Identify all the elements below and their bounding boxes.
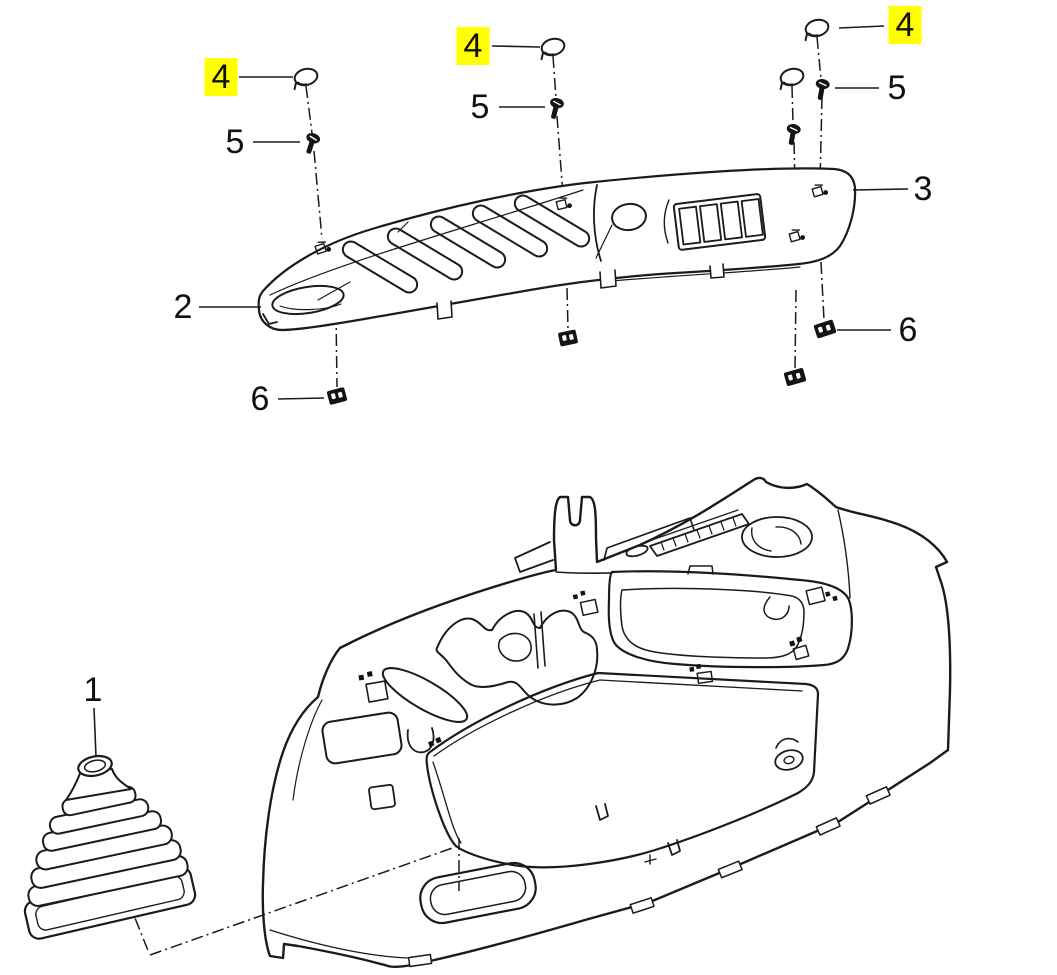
upper-opening: [607, 565, 853, 669]
clip: [783, 367, 807, 387]
screw-cap: [779, 67, 805, 91]
shifter-hole: [419, 861, 537, 925]
callout-2[interactable]: 2: [173, 288, 193, 326]
callout-1[interactable]: 1: [83, 671, 103, 709]
clip-mark: [427, 736, 442, 747]
callout-5-middle[interactable]: 5: [470, 88, 490, 126]
screw: [815, 78, 830, 100]
clip-mark: [572, 590, 599, 617]
screw-boss: [811, 184, 829, 198]
callout-3[interactable]: 3: [913, 170, 933, 208]
clip-mark: [689, 663, 714, 685]
steering-opening: [435, 609, 599, 706]
u-notch: [406, 727, 435, 754]
part-1-shift-boot: [23, 754, 197, 940]
leader-lines: [93, 25, 909, 758]
clip-mark: [805, 586, 838, 606]
vent-slots: [317, 194, 613, 301]
screw: [550, 97, 564, 119]
callout-5-right[interactable]: 5: [887, 69, 907, 107]
console-body: [261, 476, 952, 968]
part-5-screws: [306, 78, 830, 154]
screw-cap: [293, 67, 319, 91]
clip: [326, 387, 348, 405]
clip-mark: [358, 671, 389, 703]
screw: [786, 123, 801, 145]
screw-cap: [804, 18, 830, 42]
part-6-clips: [326, 319, 837, 405]
deck-round-recess: [741, 516, 813, 558]
screw-boss: [788, 229, 806, 243]
left-rect-opening: [321, 711, 403, 765]
callout-4-right[interactable]: 4: [888, 6, 922, 44]
clip-mark: [789, 636, 810, 661]
oval-slot: [381, 667, 469, 723]
switch-openings: [672, 193, 767, 251]
small-square-opening: [368, 783, 396, 811]
callout-6-right[interactable]: 6: [898, 311, 918, 349]
grommet: [774, 749, 804, 771]
clip: [558, 329, 578, 347]
callout-4-left[interactable]: 4: [204, 58, 238, 96]
clip: [813, 319, 837, 339]
screw: [306, 132, 321, 154]
screw-boss: [314, 241, 332, 255]
callout-6-left[interactable]: 6: [250, 380, 270, 418]
part-2-3-trim-panel: [257, 167, 857, 332]
screw-boss: [555, 197, 572, 211]
callout-4-middle[interactable]: 4: [456, 27, 490, 65]
part-4-screw-caps: [293, 18, 830, 91]
callout-5-left[interactable]: 5: [225, 123, 245, 161]
screw-cap: [540, 37, 566, 61]
